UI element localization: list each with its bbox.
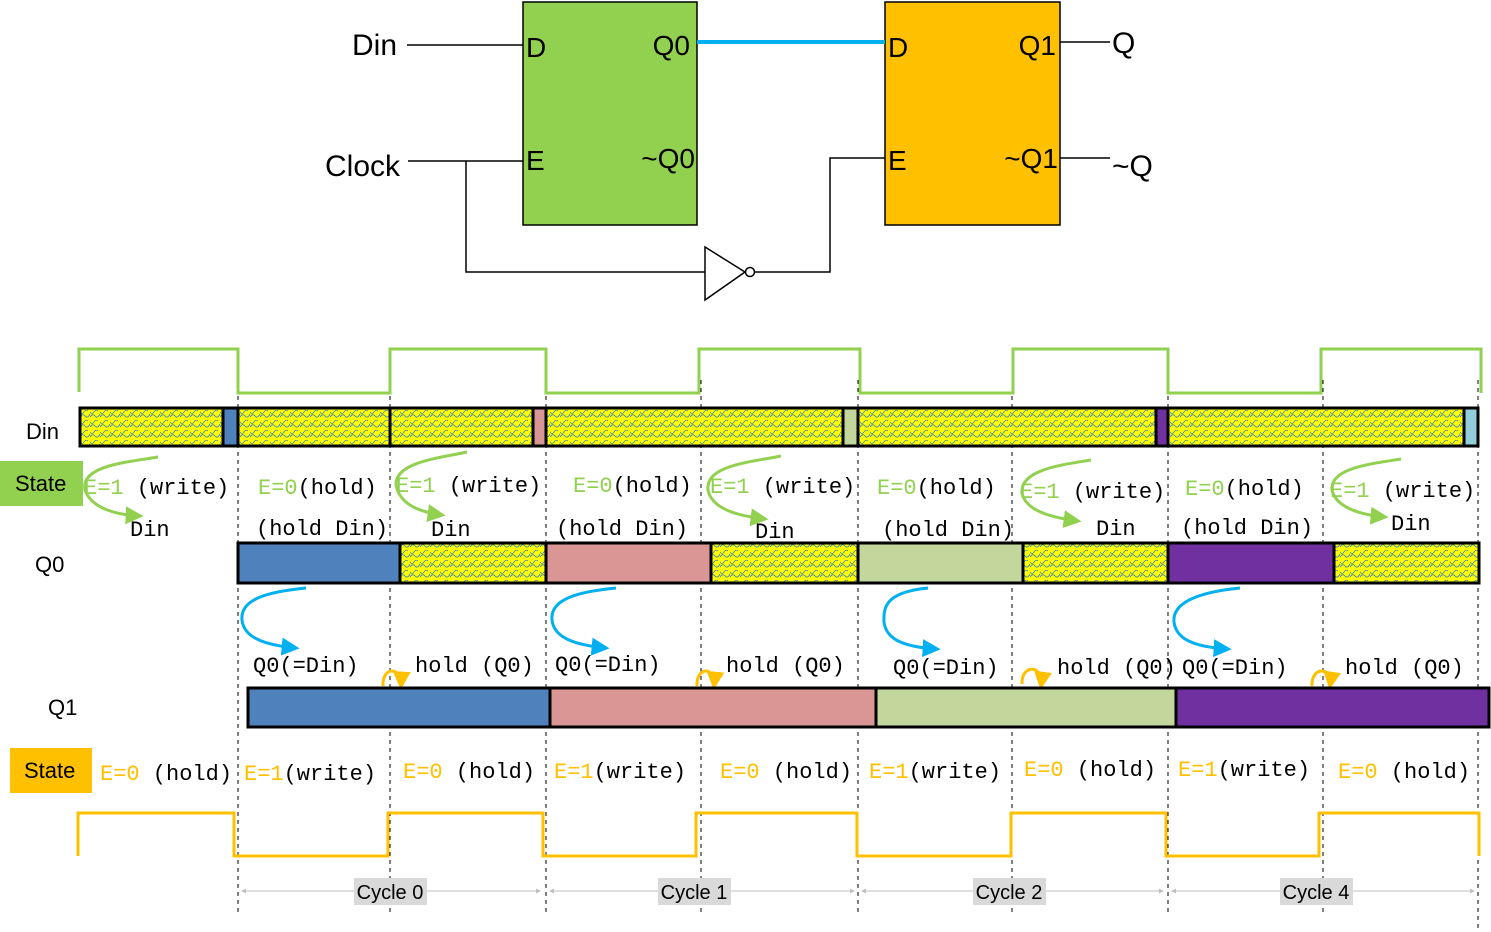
latch0-write-arrows [83,450,1402,529]
din-signal-label: Din [26,419,59,444]
latch0-pin-d: D [526,32,546,63]
latch0-note-4: Din [755,520,795,545]
q1-notes: Q0(=Din) hold (Q0) Q0(=Din) hold (Q0) Q0… [253,653,1464,681]
q1-note-3: hold (Q0) [726,654,845,679]
latch0-pin-q: Q0 [653,30,690,61]
cycle-label-1: Cycle 1 [661,882,728,904]
inverter-bubble [744,266,756,278]
hold-loop-arrows [381,667,1342,690]
latch1-state-6: E=0 (hold) [1024,758,1156,783]
latch0-state-0: E=1 (write) [84,476,229,501]
din-waveform [78,406,1480,448]
clock-waveform-latch1 [76,811,1481,858]
latch1-state-1: E=1(write) [244,762,376,787]
latch0-state-4: E=1 (write) [710,475,855,500]
din-input-label: Din [352,29,397,62]
latch0-state-7: E=0(hold) [1185,477,1304,502]
q1-note-7: hold (Q0) [1345,656,1464,681]
latch1-state-7: E=1(write) [1178,758,1310,783]
latch0-state-8: E=1 (write) [1330,479,1475,504]
latch1-state-badge [10,748,92,793]
latch1-state-5: E=1(write) [869,760,1001,785]
latch1-state-3: E=1(write) [554,760,686,785]
cycle-label-2: Cycle 2 [976,882,1043,904]
q1-note-1: hold (Q0) [415,654,534,679]
latch0-box [522,1,698,226]
latch0-state-badge-text: State [15,471,66,496]
latch0-note-0: Din [130,518,170,543]
timing-diagram: Din State E=1 (write) E=0(hold) E=1 (wri… [0,347,1491,932]
clock-input-label: Clock [325,150,401,183]
latch0-pin-nq: ~Q0 [641,143,695,174]
latch0-state-badge [0,461,83,506]
latch1-state-4: E=0 (hold) [720,760,852,785]
q-output-label: Q [1112,27,1135,60]
latch0-note-3: (hold Din) [556,517,688,542]
q1-note-4: Q0(=Din) [893,656,999,681]
inverted-clock-wire [755,157,885,273]
latch1-pin-d: D [888,32,908,63]
q1-note-2: Q0(=Din) [555,653,661,678]
q0-to-q1-arrows [240,586,1241,658]
q1-note-5: hold (Q0) [1057,656,1176,681]
latch1-state-0: E=0 (hold) [100,762,232,787]
latch1-pin-e: E [888,145,907,176]
latch0-state-5: E=0(hold) [877,476,996,501]
latch0-state-1: E=0(hold) [258,476,377,501]
latch0-note-7: (hold Din) [1181,516,1313,541]
clock-waveform-latch0 [77,347,1483,395]
latch0-state-2: E=1 (write) [396,474,541,499]
latch0-states: E=1 (write) E=0(hold) E=1 (write) E=0(ho… [84,474,1475,545]
latch1-state-2: E=0 (hold) [403,760,535,785]
latch0-note-2: Din [431,518,471,543]
latch0-note-8: Din [1391,512,1431,537]
latch0-note-6: Din [1096,517,1136,542]
q1-note-0: Q0(=Din) [253,654,359,679]
circuit: D E Q0 ~Q0 D E Q1 ~Q1 Din Clock Q ~Q [325,1,1153,302]
latch1-state-8: E=0 (hold) [1338,760,1470,785]
q0-waveform [236,541,1481,585]
latch0-note-1: (hold Din) [256,517,388,542]
latch1-state-badge-text: State [24,758,75,783]
q1-note-6: Q0(=Din) [1182,656,1288,681]
cycle-label-3: Cycle 4 [1283,882,1350,904]
latch0-state-6: E=1 (write) [1020,480,1165,505]
latch1-box [884,1,1061,226]
latch1-states: E=0 (hold) E=1(write) E=0 (hold) E=1(wri… [100,758,1470,787]
latch0-state-3: E=0(hold) [573,474,692,499]
latch0-pin-e: E [526,145,545,176]
cycle-markers: Cycle 0 Cycle 1 Cycle 2 Cycle 4 [241,878,1475,905]
cycle-label-0: Cycle 0 [357,882,424,904]
nq-output-label: ~Q [1112,150,1153,183]
latch1-pin-nq: ~Q1 [1004,143,1058,174]
clock-branch-wire [465,161,705,273]
latch0-note-5: (hold Din) [882,518,1014,543]
inverter-triangle [704,245,747,302]
latch1-pin-q: Q1 [1019,30,1056,61]
q1-waveform [246,686,1491,729]
q0-signal-label: Q0 [35,552,64,577]
q1-signal-label: Q1 [48,695,77,720]
edge-guides [237,380,1479,932]
